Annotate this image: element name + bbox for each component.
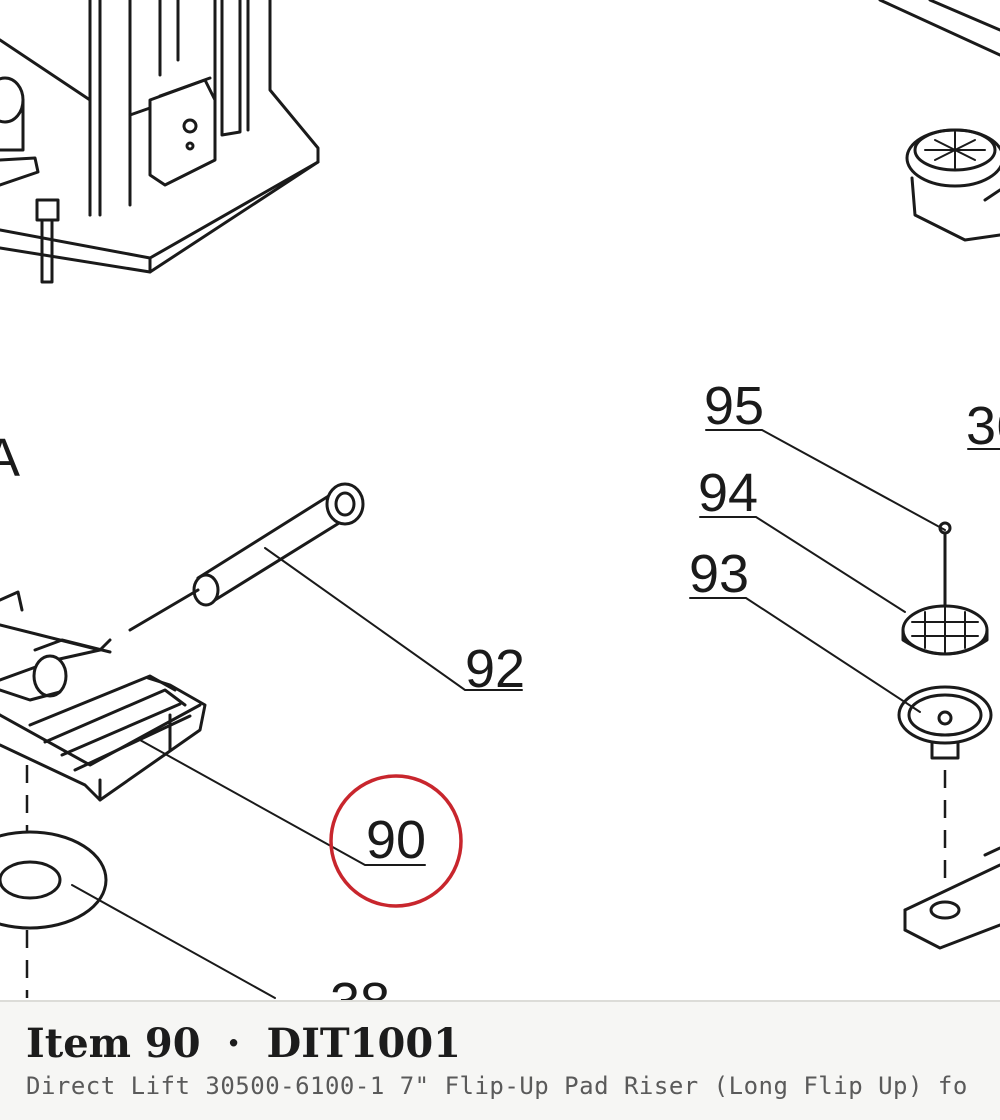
callout-94: 94	[698, 463, 758, 523]
lower-washer-part	[0, 765, 108, 998]
item-label: Item 90	[26, 1020, 201, 1067]
part-number: DIT1001	[266, 1020, 462, 1067]
right-pad-stack	[897, 521, 1000, 950]
callout-93: 93	[689, 544, 749, 604]
highlight-circle	[329, 774, 463, 908]
pivot-pin-part	[128, 482, 365, 632]
part-description: Direct Lift 30500-6100-1 7" Flip-Up Pad …	[26, 1072, 968, 1100]
flip-up-pad-riser-part	[0, 590, 207, 802]
callout-95: 95	[704, 376, 764, 436]
title-separator: ·	[226, 1020, 241, 1067]
callout-92: 92	[465, 639, 525, 699]
caption-panel: Item 90 · DIT1001 Direct Lift 30500-6100-1…	[0, 1000, 1000, 1120]
caption-title: Item 90 · DIT1001	[26, 1020, 461, 1067]
column-base-assembly	[0, 0, 320, 284]
callout-38: 38	[330, 972, 390, 1000]
top-right-pad-assembly	[878, 0, 1000, 242]
callout-36: 36	[966, 396, 1000, 456]
diagram-drawing: A	[0, 0, 1000, 1000]
callout-90: 90	[366, 810, 426, 870]
leader-lines	[71, 429, 1000, 999]
section-letter: A	[0, 428, 20, 488]
exploded-parts-diagram: A	[0, 0, 1000, 1000]
